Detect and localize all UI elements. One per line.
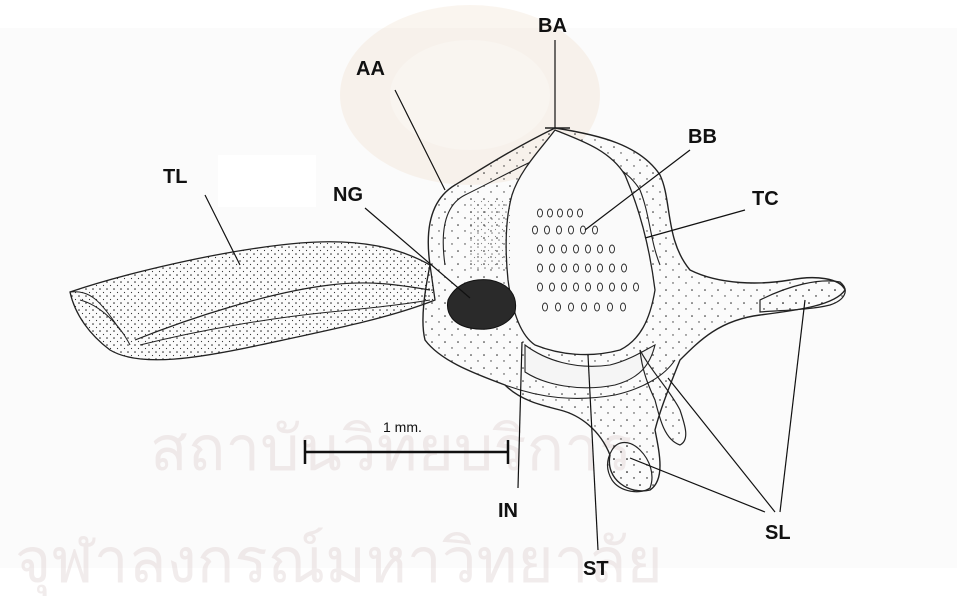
label-st: ST	[583, 558, 609, 580]
white-patch	[218, 155, 316, 207]
label-in: IN	[498, 500, 518, 522]
label-bb: BB	[688, 126, 717, 148]
label-tl: TL	[163, 166, 187, 188]
label-sl: SL	[765, 522, 791, 544]
label-ba: BA	[538, 15, 567, 37]
label-ng: NG	[333, 184, 363, 206]
watermark-line2: จุฬาลงกรณ์มหาวิทยาลัย	[15, 524, 663, 596]
label-aa: AA	[356, 58, 385, 80]
scale-bar-label: 1 mm.	[383, 419, 422, 435]
tunic-stipple	[470, 200, 510, 270]
label-tc: TC	[752, 188, 779, 210]
